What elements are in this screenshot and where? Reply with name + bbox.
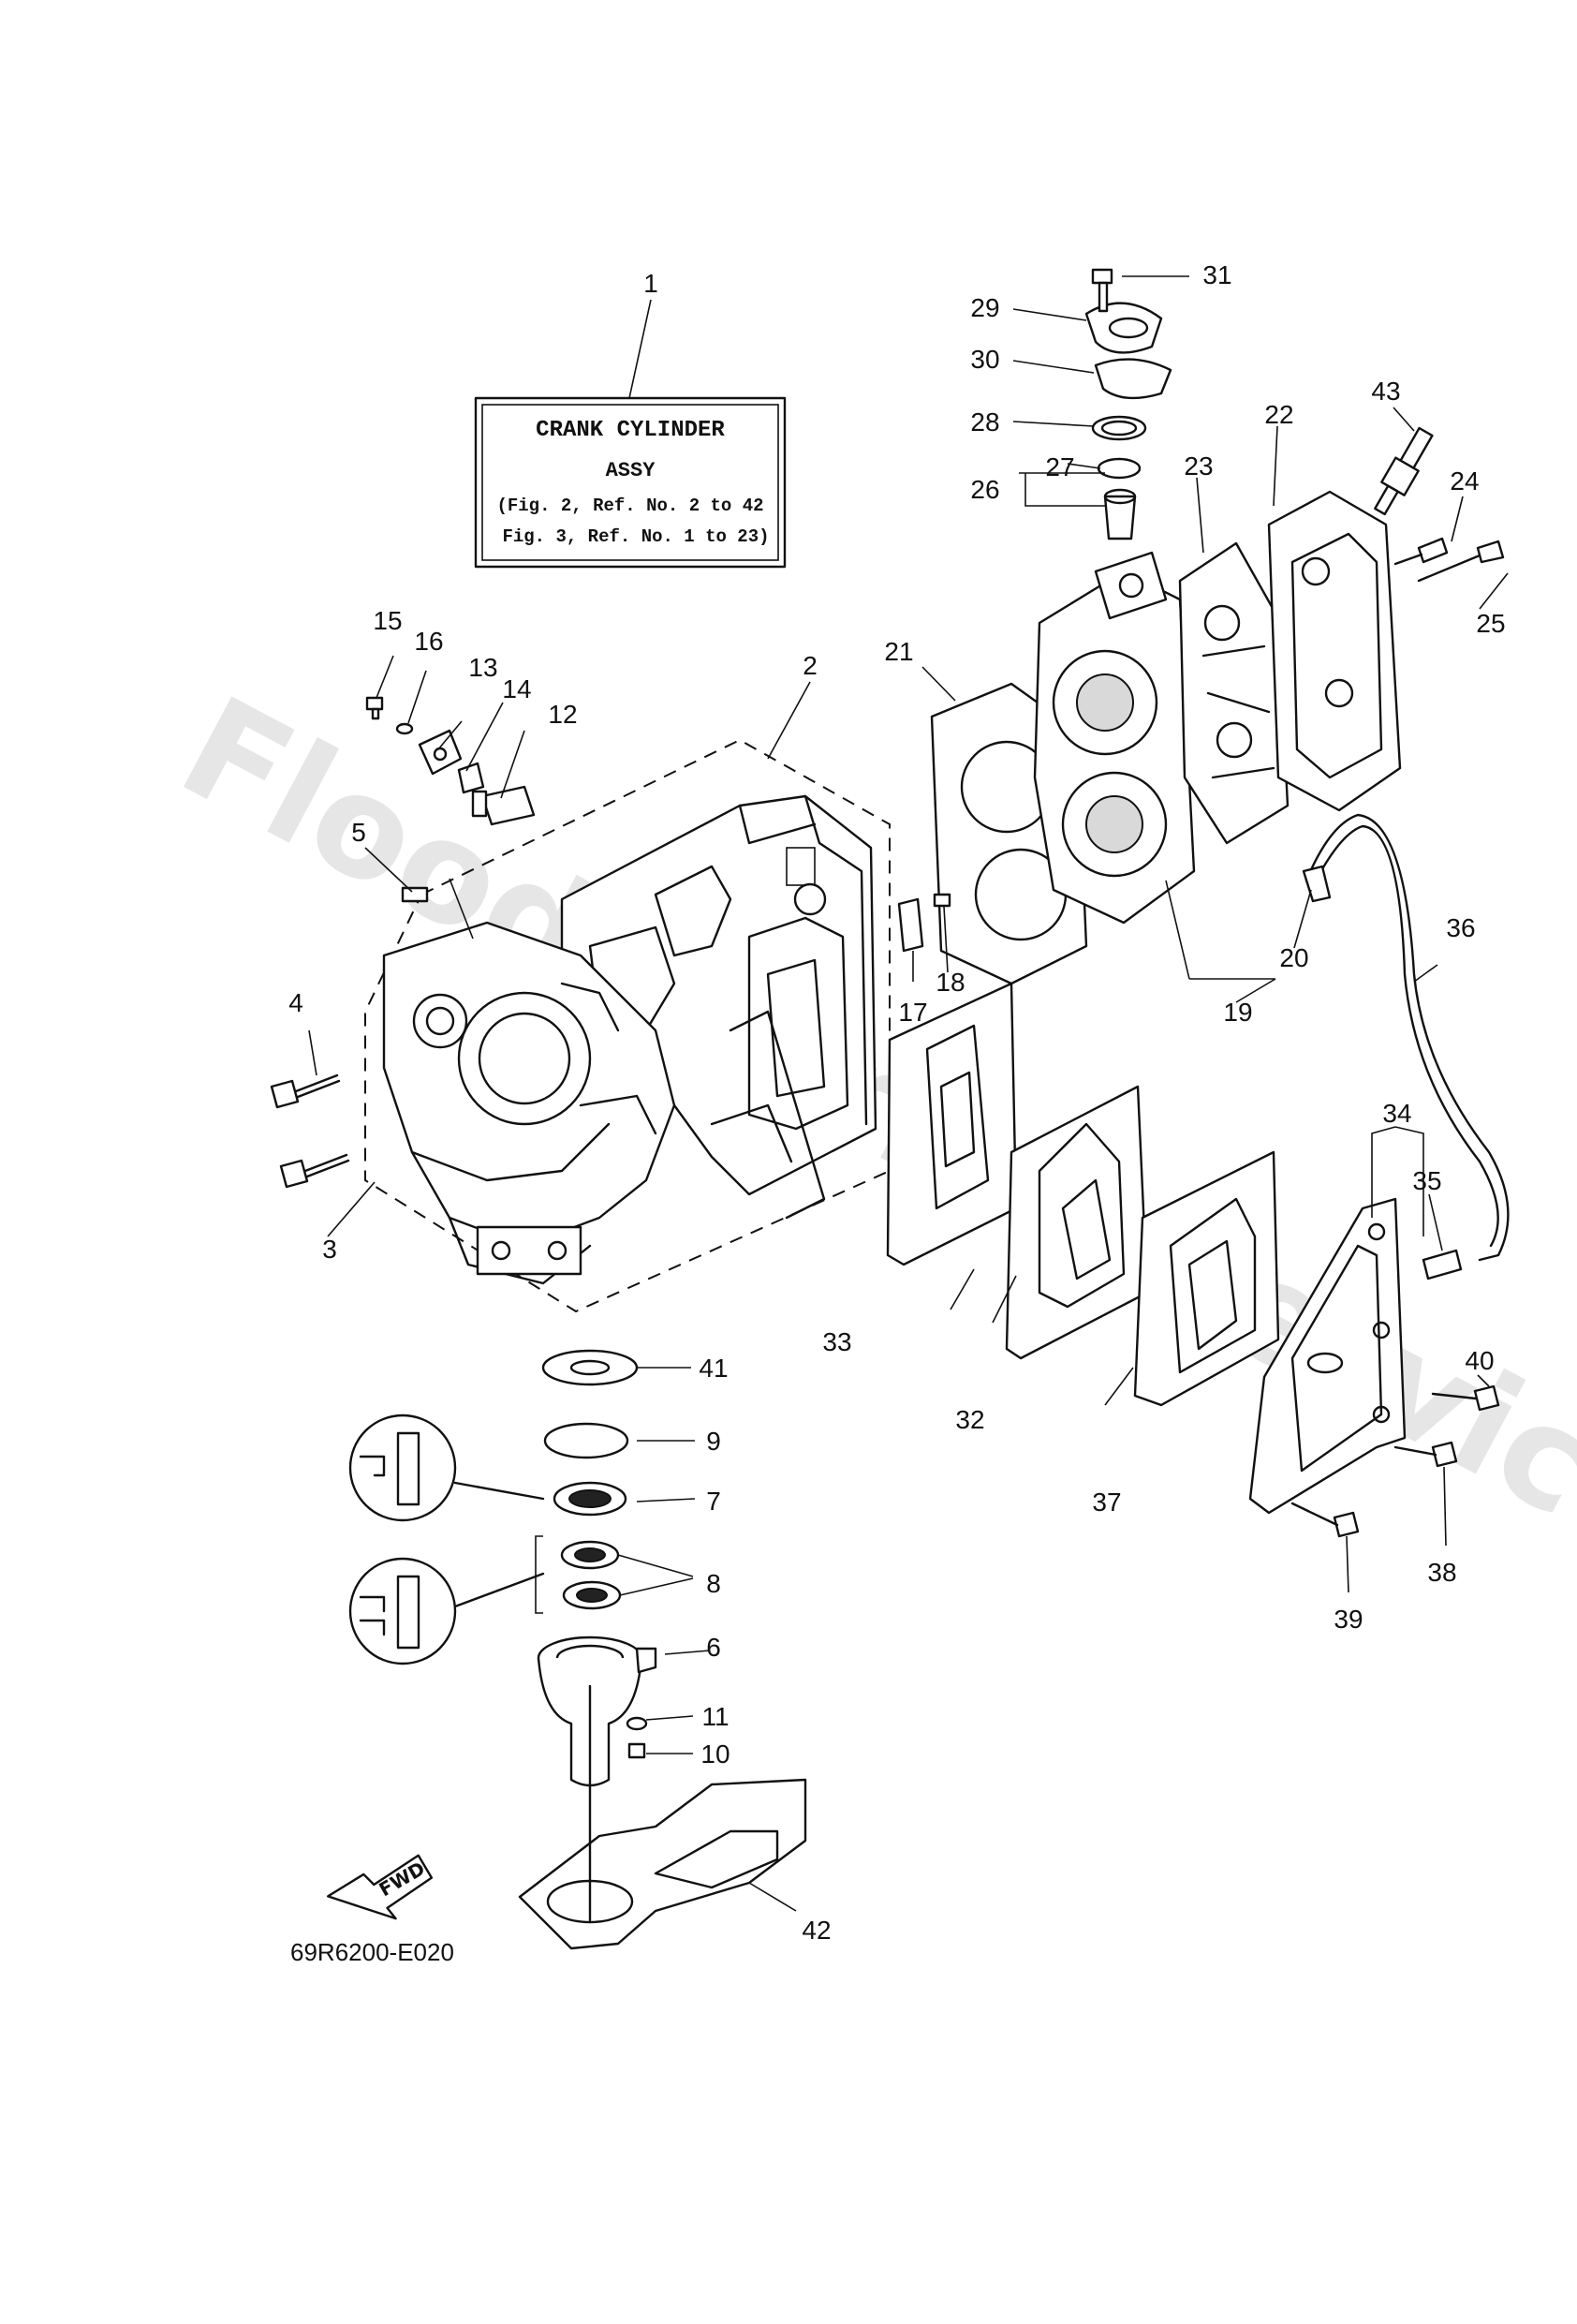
callout-7: 7 <box>706 1487 721 1516</box>
leader-lines <box>308 275 1509 1912</box>
bolt-4 <box>270 1073 341 1109</box>
callout-43: 43 <box>1371 377 1400 406</box>
callout-38: 38 <box>1427 1558 1456 1587</box>
callout-40: 40 <box>1465 1346 1494 1375</box>
washer-11 <box>626 1716 648 1731</box>
gasket-33 <box>886 982 1018 1266</box>
callout-15: 15 <box>373 606 402 635</box>
housing-6 <box>537 1636 657 1787</box>
hose-36 <box>1304 813 1510 1262</box>
fitting-20 <box>1302 865 1332 903</box>
gasket-30 <box>1094 358 1172 400</box>
callout-9: 9 <box>706 1427 721 1456</box>
oil-seal-7 <box>553 1481 627 1517</box>
bolt-15 <box>365 696 384 720</box>
callout-32: 32 <box>955 1405 984 1434</box>
cylinder-head-cover-22 <box>1267 490 1402 812</box>
callout-41: 41 <box>699 1354 728 1383</box>
callout-28: 28 <box>970 407 999 437</box>
callout-labels: 1 2 3 4 5 6 7 8 9 10 11 12 13 14 15 16 1… <box>288 260 1505 1945</box>
callout-35: 35 <box>1412 1166 1441 1195</box>
bearing-detail-circle-8 <box>348 1557 545 1665</box>
bolt-39 <box>1290 1502 1360 1538</box>
washer-41 <box>541 1349 639 1386</box>
callout-34: 34 <box>1382 1099 1411 1128</box>
callout-2: 2 <box>803 651 818 680</box>
bolt-24 <box>1393 537 1449 566</box>
bolt-18 <box>933 893 951 908</box>
exhaust-cover-34 <box>1248 1197 1407 1515</box>
assembly-title-box: CRANK CYLINDER ASSY (Fig. 2, Ref. No. 2 … <box>474 396 787 569</box>
title-line-1: CRANK CYLINDER <box>536 418 725 443</box>
bolt-25 <box>1417 540 1505 583</box>
callout-19: 19 <box>1223 998 1252 1027</box>
bolt-40 <box>1431 1384 1500 1412</box>
callout-23: 23 <box>1184 451 1213 481</box>
bolt-3 <box>279 1153 350 1189</box>
gasket-37 <box>1133 1150 1280 1407</box>
gasket-32 <box>1005 1085 1149 1360</box>
thermostat-26 <box>1097 457 1142 540</box>
head-gasket-23 <box>1178 541 1290 845</box>
callout-8: 8 <box>706 1569 721 1598</box>
thermostat-cover-29 <box>1084 302 1163 354</box>
callout-17: 17 <box>898 998 927 1027</box>
callout-1: 1 <box>643 269 658 298</box>
callout-31: 31 <box>1202 260 1231 289</box>
plate-13 <box>418 729 463 776</box>
callout-20: 20 <box>1279 943 1308 972</box>
callout-16: 16 <box>414 627 443 656</box>
sensor-12 <box>471 785 536 826</box>
callout-4: 4 <box>288 988 303 1017</box>
title-line-3: (Fig. 2, Ref. No. 2 to 42 <box>496 496 763 516</box>
bolt-10 <box>627 1742 646 1759</box>
callout-3: 3 <box>322 1235 337 1264</box>
callout-36: 36 <box>1446 913 1475 942</box>
callout-6: 6 <box>706 1633 721 1662</box>
callout-22: 22 <box>1264 400 1293 429</box>
dowel-pin-5 <box>401 886 429 903</box>
callout-26: 26 <box>970 475 999 504</box>
callout-12: 12 <box>548 700 577 729</box>
callout-11: 11 <box>701 1702 729 1731</box>
bolt-38 <box>1393 1441 1458 1468</box>
o-ring-9 <box>543 1422 629 1459</box>
fwd-arrow: FWD <box>326 1854 434 1920</box>
callout-37: 37 <box>1092 1488 1121 1517</box>
spark-plug-43 <box>1374 426 1434 516</box>
fitting-35 <box>1422 1249 1463 1280</box>
callout-39: 39 <box>1334 1605 1363 1634</box>
callout-21: 21 <box>884 637 913 666</box>
title-line-2: ASSY <box>606 459 656 482</box>
callout-5: 5 <box>351 818 366 847</box>
callout-29: 29 <box>970 293 999 322</box>
seal-detail-circle-7 <box>348 1414 545 1522</box>
seal-28 <box>1091 415 1147 441</box>
bearing-8 <box>560 1540 622 1610</box>
callout-27: 27 <box>1045 452 1074 481</box>
bolt-31 <box>1091 268 1113 313</box>
title-line-4: Fig. 3, Ref. No. 1 to 23) <box>502 526 769 547</box>
crankcase-assembly <box>364 738 891 1313</box>
callout-25: 25 <box>1476 609 1505 638</box>
bracket-17 <box>897 897 924 953</box>
clip-14 <box>457 762 485 794</box>
callout-42: 42 <box>802 1916 831 1945</box>
callout-13: 13 <box>468 653 497 682</box>
drawing-code: 69R6200-E020 <box>290 1938 454 1966</box>
callout-18: 18 <box>936 968 965 997</box>
callout-33: 33 <box>822 1327 851 1356</box>
gasket-42 <box>518 1684 807 1950</box>
washer-16 <box>395 722 414 735</box>
callout-30: 30 <box>970 345 999 374</box>
callout-24: 24 <box>1450 466 1479 496</box>
callout-10: 10 <box>700 1739 730 1769</box>
callout-14: 14 <box>502 674 531 703</box>
cylinder-head-19 <box>1033 551 1196 925</box>
